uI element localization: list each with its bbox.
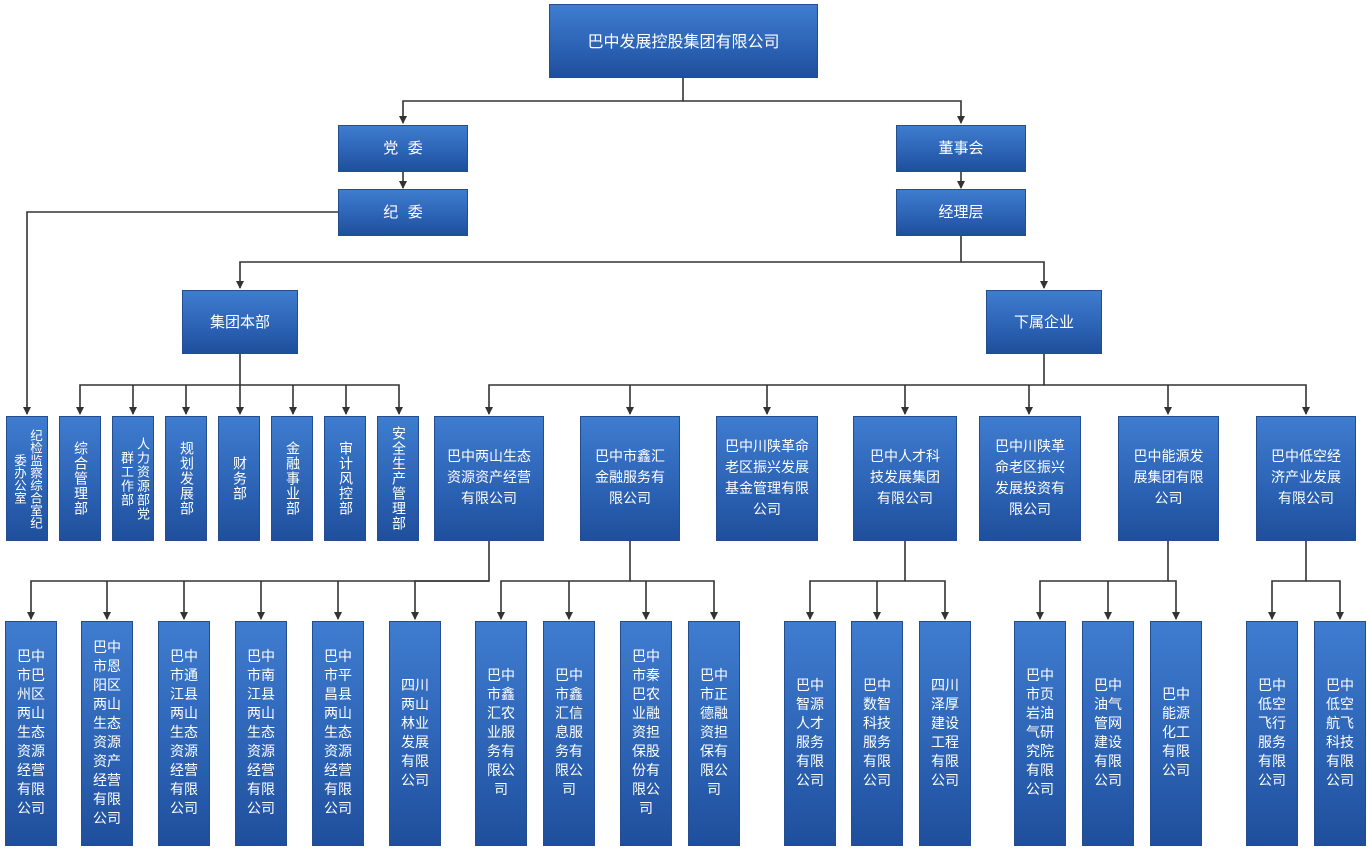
dept-finance[interactable]: 财务部: [218, 416, 260, 541]
sub-company-label: 巴中低空航飞科技有限公司: [1326, 677, 1354, 789]
party-committee-label: 党 委: [383, 139, 423, 157]
sub-company[interactable]: 巴中数智科技服务有限公司: [851, 621, 903, 846]
dept-safety-production[interactable]: 安全生产管理部: [377, 416, 419, 541]
sub-company-label: 巴中市正德融资担保有限公司: [700, 668, 728, 798]
sub-company-label: 巴中低空飞行服务有限公司: [1258, 677, 1286, 789]
sub-company[interactable]: 巴中市秦巴农业融资担保股份有限公司: [620, 621, 672, 846]
subsidiary-company-label: 巴中能源发展集团有限公司: [1133, 449, 1204, 507]
dept-audit-risk-label: 审计风控部: [337, 441, 353, 516]
dept-general-management[interactable]: 综合管理部: [59, 416, 101, 541]
management-box[interactable]: 经理层: [896, 189, 1026, 236]
sub-company-label: 巴中智源人才服务有限公司: [796, 677, 824, 789]
subsidiary-company[interactable]: 巴中两山生态资源资产经营有限公司: [434, 416, 544, 541]
root-company-label: 巴中发展控股集团有限公司: [587, 31, 780, 51]
dept-discipline-office[interactable]: 纪检监察综合室纪委办公室: [6, 416, 48, 541]
dept-planning-development-label: 规划发展部: [178, 441, 194, 516]
dept-audit-risk[interactable]: 审计风控部: [324, 416, 366, 541]
party-committee-box[interactable]: 党 委: [338, 125, 468, 172]
sub-company-label: 巴中市鑫汇农业服务有限公司: [487, 668, 515, 798]
sub-company-label: 巴中市页岩油气研究院有限公司: [1026, 668, 1054, 798]
sub-company[interactable]: 巴中市正德融资担保有限公司: [688, 621, 740, 846]
dept-human-resources[interactable]: 人力资源部党群工作部: [112, 416, 154, 541]
sub-company[interactable]: 巴中市页岩油气研究院有限公司: [1014, 621, 1066, 846]
sub-company[interactable]: 巴中市巴州区两山生态资源经营有限公司: [5, 621, 57, 846]
sub-company-label: 四川泽厚建设工程有限公司: [931, 677, 959, 789]
sub-company[interactable]: 巴中能源化工有限公司: [1150, 621, 1202, 846]
group-hq-box[interactable]: 集团本部: [182, 290, 298, 354]
dept-finance-label: 财务部: [231, 456, 247, 501]
sub-company[interactable]: 巴中市鑫汇信息服务有限公司: [543, 621, 595, 846]
sub-company[interactable]: 巴中市恩阳区两山生态资源资产经营有限公司: [81, 621, 133, 846]
subsidiary-company[interactable]: 巴中低空经济产业发展有限公司: [1256, 416, 1356, 541]
management-label: 经理层: [938, 203, 984, 221]
board-of-directors-box[interactable]: 董事会: [896, 125, 1026, 172]
discipline-committee-label: 纪 委: [383, 203, 423, 221]
subsidiary-company-label: 巴中人才科技发展集团有限公司: [870, 449, 940, 507]
sub-company[interactable]: 巴中低空航飞科技有限公司: [1314, 621, 1366, 846]
sub-company[interactable]: 巴中市南江县两山生态资源经营有限公司: [235, 621, 287, 846]
dept-financial-business[interactable]: 金融事业部: [271, 416, 313, 541]
dept-discipline-office-label: 纪检监察综合室纪委办公室: [12, 428, 43, 529]
sub-company-label: 巴中市恩阳区两山生态资源资产经营有限公司: [93, 639, 121, 827]
sub-company[interactable]: 巴中市平昌县两山生态资源经营有限公司: [312, 621, 364, 846]
sub-company-label: 巴中能源化工有限公司: [1162, 687, 1190, 779]
dept-safety-production-label: 安全生产管理部: [390, 426, 406, 531]
sub-company[interactable]: 巴中市通江县两山生态资源经营有限公司: [158, 621, 210, 846]
sub-company[interactable]: 巴中市鑫汇农业服务有限公司: [475, 621, 527, 846]
discipline-committee-box[interactable]: 纪 委: [338, 189, 468, 236]
root-company-box[interactable]: 巴中发展控股集团有限公司: [549, 4, 818, 78]
subsidiary-company-label: 巴中川陕革命老区振兴发展投资有限公司: [995, 438, 1065, 518]
sub-company-label: 巴中市秦巴农业融资担保股份有限公司: [632, 649, 660, 817]
sub-company[interactable]: 巴中低空飞行服务有限公司: [1246, 621, 1298, 846]
subsidiary-company-label: 巴中低空经济产业发展有限公司: [1271, 449, 1341, 507]
board-of-directors-label: 董事会: [938, 139, 984, 157]
subsidiary-company[interactable]: 巴中川陕革命老区振兴发展投资有限公司: [979, 416, 1081, 541]
subsidiaries-box[interactable]: 下属企业: [986, 290, 1102, 354]
subsidiary-company-label: 巴中市鑫汇金融服务有限公司: [595, 449, 665, 507]
subsidiary-company-label: 巴中两山生态资源资产经营有限公司: [447, 449, 531, 507]
sub-company-label: 巴中市通江县两山生态资源经营有限公司: [170, 649, 198, 817]
dept-financial-business-label: 金融事业部: [284, 441, 300, 516]
sub-company-label: 巴中数智科技服务有限公司: [863, 677, 891, 789]
sub-company-label: 巴中市巴州区两山生态资源经营有限公司: [17, 649, 45, 817]
dept-human-resources-label: 人力资源部党群工作部: [118, 436, 149, 521]
sub-company-label: 巴中市平昌县两山生态资源经营有限公司: [324, 649, 352, 817]
subsidiary-company[interactable]: 巴中能源发展集团有限公司: [1118, 416, 1219, 541]
sub-company[interactable]: 巴中油气管网建设有限公司: [1082, 621, 1134, 846]
subsidiaries-label: 下属企业: [1013, 312, 1074, 331]
sub-company-label: 巴中市鑫汇信息服务有限公司: [555, 668, 583, 798]
subsidiary-company[interactable]: 巴中市鑫汇金融服务有限公司: [580, 416, 680, 541]
sub-company-label: 四川两山林业发展有限公司: [401, 677, 429, 789]
dept-general-management-label: 综合管理部: [72, 441, 88, 516]
sub-company-label: 巴中油气管网建设有限公司: [1094, 677, 1122, 789]
group-hq-label: 集团本部: [209, 312, 270, 331]
dept-planning-development[interactable]: 规划发展部: [165, 416, 207, 541]
sub-company-label: 巴中市南江县两山生态资源经营有限公司: [247, 649, 275, 817]
subsidiary-company[interactable]: 巴中川陕革命老区振兴发展基金管理有限公司: [716, 416, 818, 541]
sub-company[interactable]: 四川泽厚建设工程有限公司: [919, 621, 971, 846]
sub-company[interactable]: 四川两山林业发展有限公司: [389, 621, 441, 846]
subsidiary-company-label: 巴中川陕革命老区振兴发展基金管理有限公司: [725, 438, 809, 518]
sub-company[interactable]: 巴中智源人才服务有限公司: [784, 621, 836, 846]
subsidiary-company[interactable]: 巴中人才科技发展集团有限公司: [853, 416, 957, 541]
